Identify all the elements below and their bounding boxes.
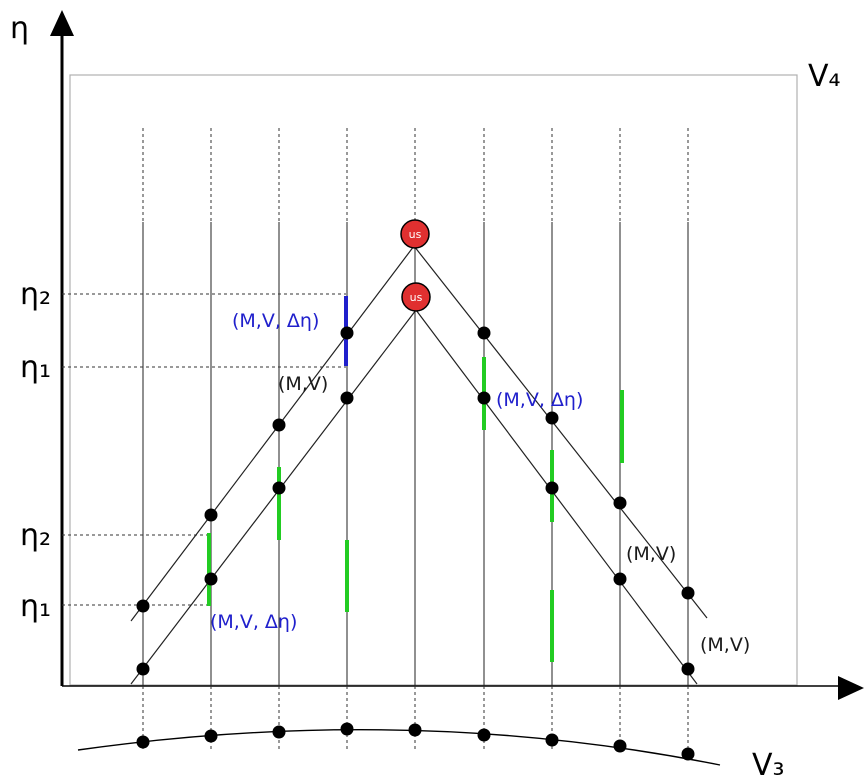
data-point — [204, 572, 218, 586]
left-mv-label: (M,V) — [278, 373, 328, 395]
lower-left-diagonal — [130, 309, 417, 685]
data-point — [613, 572, 627, 586]
lower-left-mv-deta-label: (M,V, Δη) — [210, 611, 297, 633]
data-point — [408, 723, 422, 737]
data-point — [477, 326, 491, 340]
v4-label: V₄ — [808, 59, 841, 94]
data-point — [681, 586, 695, 600]
right-mv-upper-label: (M,V) — [626, 543, 676, 565]
data-point — [272, 418, 286, 432]
data-point — [681, 662, 695, 676]
data-point — [136, 735, 150, 749]
data-point — [204, 729, 218, 743]
data-point — [545, 733, 559, 747]
right-mv-deta-label: (M,V, Δη) — [496, 389, 583, 411]
data-point — [613, 496, 627, 510]
lower-apex-label: us — [410, 291, 423, 304]
points — [136, 326, 695, 761]
data-point — [136, 599, 150, 613]
data-point — [136, 662, 150, 676]
data-point — [272, 481, 286, 495]
data-point — [340, 326, 354, 340]
lower-apex-marker: us — [401, 282, 431, 312]
upper-eta1-label: η₁ — [20, 350, 51, 385]
data-point — [545, 411, 559, 425]
upper-eta2-label: η₂ — [20, 277, 51, 312]
upper-right-diagonal — [413, 245, 708, 619]
right-mv-lower-label: (M,V) — [700, 634, 750, 656]
data-point — [340, 391, 354, 405]
v4-region-box — [69, 74, 798, 686]
data-point — [613, 739, 627, 753]
upper-apex-label: us — [409, 228, 422, 241]
upper-apex-marker: us — [400, 219, 430, 249]
data-point — [477, 728, 491, 742]
lower-eta2-label: η₂ — [20, 518, 51, 553]
y-axis-arrow — [50, 10, 74, 36]
data-point — [681, 747, 695, 761]
y-axis-label: η — [10, 11, 29, 46]
data-point — [272, 725, 286, 739]
lower-right-diagonal — [415, 309, 698, 685]
upper-left-mv-deta-label: (M,V, Δη) — [232, 310, 319, 332]
data-point — [545, 481, 559, 495]
v3-curve — [77, 729, 721, 766]
data-point — [477, 391, 491, 405]
lower-eta1-label: η₁ — [20, 589, 51, 624]
upper-left-diagonal — [130, 245, 415, 622]
v3-label: V₃ — [752, 748, 785, 778]
x-axis-arrow — [838, 676, 864, 700]
data-point — [340, 722, 354, 736]
data-point — [204, 508, 218, 522]
